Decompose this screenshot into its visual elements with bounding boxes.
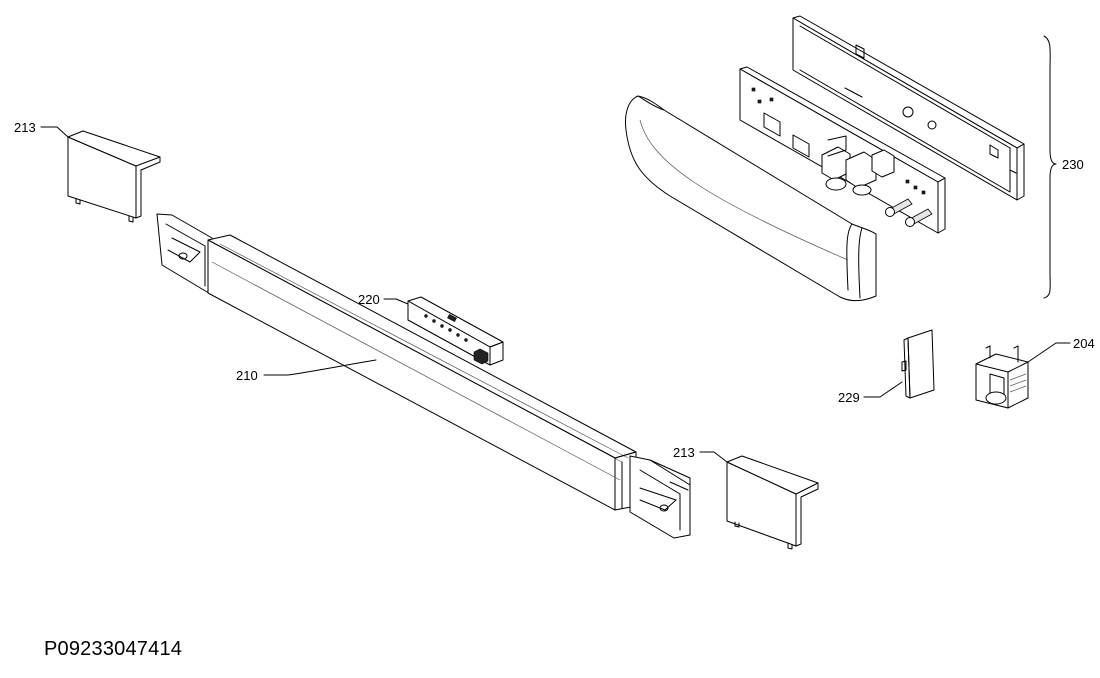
part-code: P09233047414 [44, 638, 183, 660]
leader-lines [40, 35, 1071, 463]
small-pcb [407, 296, 504, 366]
user-interface-assembly [625, 15, 1025, 302]
label-204: 204 [1073, 336, 1095, 351]
callout-labels: 213 220 210 213 230 229 204 [14, 120, 1095, 460]
label-229: 229 [838, 390, 860, 405]
label-230: 230 [1062, 157, 1084, 172]
connector-block [975, 345, 1029, 409]
label-220: 220 [358, 292, 380, 307]
label-210: 210 [236, 368, 258, 383]
label-213-right: 213 [673, 445, 695, 460]
small-cover [901, 329, 935, 399]
end-cap-left [67, 130, 161, 223]
control-bar [156, 213, 691, 539]
end-cap-right [726, 455, 819, 550]
label-213-left: 213 [14, 120, 36, 135]
